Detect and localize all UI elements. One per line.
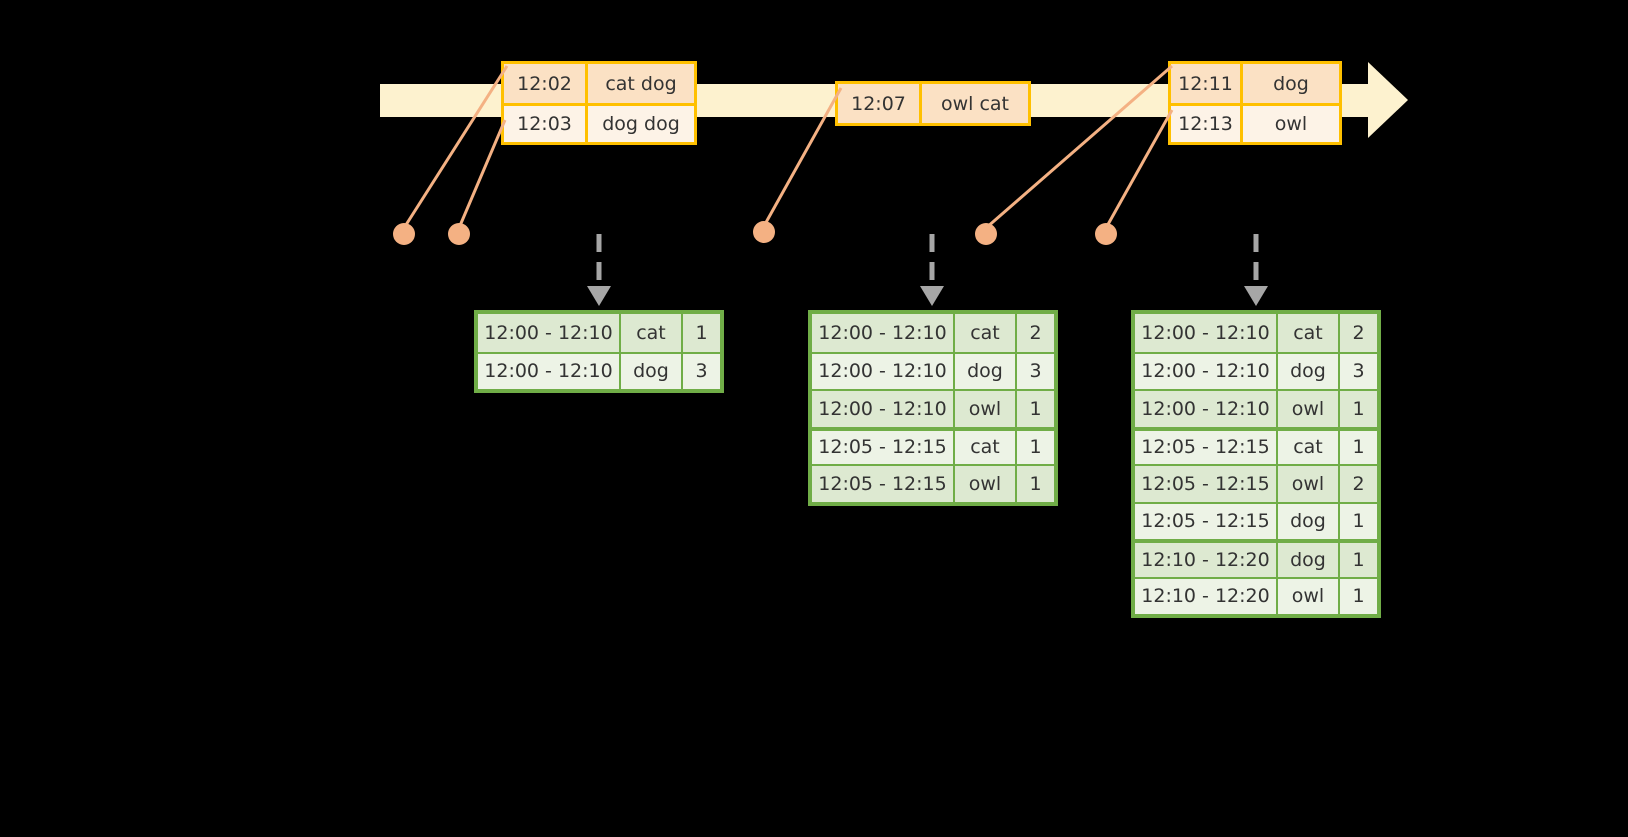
event-group-1[interactable]: 12:02 cat dog 12:03 dog dog: [501, 61, 697, 145]
event-row[interactable]: 12:13 owl: [1171, 103, 1339, 142]
arrow-head-icon: [1244, 286, 1268, 306]
cell-word: cat: [1278, 314, 1340, 352]
cell-window: 12:00 - 12:10: [812, 391, 955, 427]
cell-word: owl: [1278, 391, 1340, 427]
cell-word: dog: [1278, 543, 1340, 577]
cell-count: 1: [1029, 436, 1042, 459]
cell-window: 12:00 - 12:10: [478, 314, 621, 352]
cell-count: 3: [1352, 360, 1365, 383]
emit-arrow-1: [587, 234, 611, 306]
cell-word: cat: [955, 314, 1017, 352]
event-row[interactable]: 12:07 owl cat: [838, 84, 1028, 123]
cell-window: 12:05 - 12:15: [1135, 466, 1278, 502]
cell-window: 12:05 - 12:15: [812, 430, 955, 464]
cell-word: dog: [621, 353, 683, 389]
cell-window: 12:00 - 12:10: [1135, 391, 1278, 427]
cell-word: owl: [955, 466, 1017, 502]
event-payload: dog dog: [602, 113, 680, 135]
cell-count: 1: [695, 321, 708, 344]
cell-window: 12:00 - 12:10: [812, 353, 955, 389]
cell-window: 12:05 - 12:15: [812, 466, 955, 502]
arrow-head-icon: [587, 286, 611, 306]
event-row[interactable]: 12:11 dog: [1171, 64, 1339, 103]
cell-count: 3: [1029, 360, 1042, 383]
cell-word: cat: [1278, 430, 1340, 464]
event-timestamp: 12:07: [838, 84, 922, 123]
cell-word: dog: [1278, 503, 1340, 539]
cell-count: 2: [1029, 321, 1042, 344]
cell-count: 2: [1352, 472, 1365, 495]
cell-count: 1: [1352, 585, 1365, 608]
emit-arrow-2: [920, 234, 944, 306]
cell-word: dog: [955, 353, 1017, 389]
event-timestamp: 12:13: [1171, 106, 1243, 142]
cell-window: 12:10 - 12:20: [1135, 543, 1278, 577]
event-timestamp: 12:02: [504, 64, 588, 103]
connector-dot-1: [393, 223, 415, 245]
connector-line-5: [1104, 109, 1174, 229]
event-group-3[interactable]: 12:11 dog 12:13 owl: [1168, 61, 1342, 145]
cell-window: 12:05 - 12:15: [1135, 503, 1278, 539]
cell-window: 12:10 - 12:20: [1135, 578, 1278, 614]
cell-word: owl: [1278, 466, 1340, 502]
cell-word: dog: [1278, 353, 1340, 389]
connector-line-2: [457, 119, 507, 229]
cell-word: owl: [1278, 578, 1340, 614]
connector-dot-4: [975, 223, 997, 245]
cell-word: cat: [621, 314, 683, 352]
cell-window: 12:00 - 12:10: [478, 353, 621, 389]
connector-dot-5: [1095, 223, 1117, 245]
event-row[interactable]: 12:02 cat dog: [504, 64, 694, 103]
cell-window: 12:00 - 12:10: [1135, 314, 1278, 352]
event-group-2[interactable]: 12:07 owl cat: [835, 81, 1031, 126]
emit-arrow-3: [1244, 234, 1268, 306]
connector-dot-3: [753, 221, 775, 243]
cell-count: 2: [1352, 321, 1365, 344]
event-payload: dog: [1273, 72, 1309, 95]
cell-word: owl: [955, 391, 1017, 427]
cell-window: 12:05 - 12:15: [1135, 430, 1278, 464]
event-payload: owl cat: [940, 92, 1010, 115]
cell-count: 3: [695, 360, 708, 383]
event-row[interactable]: 12:03 dog dog: [504, 103, 694, 142]
event-timestamp: 12:11: [1171, 64, 1243, 103]
cell-window: 12:00 - 12:10: [1135, 353, 1278, 389]
cell-count: 1: [1352, 510, 1365, 533]
cell-count: 1: [1352, 548, 1365, 571]
timeline-arrow-head-icon: [1368, 62, 1408, 138]
event-timestamp: 12:03: [504, 106, 588, 142]
connector-dot-2: [448, 223, 470, 245]
event-payload: cat dog: [605, 72, 677, 95]
cell-count: 1: [1029, 397, 1042, 420]
event-payload: owl: [1274, 113, 1308, 135]
cell-count: 1: [1352, 436, 1365, 459]
arrow-head-icon: [920, 286, 944, 306]
cell-count: 1: [1029, 472, 1042, 495]
cell-count: 1: [1352, 397, 1365, 420]
cell-word: cat: [955, 430, 1017, 464]
cell-window: 12:00 - 12:10: [812, 314, 955, 352]
